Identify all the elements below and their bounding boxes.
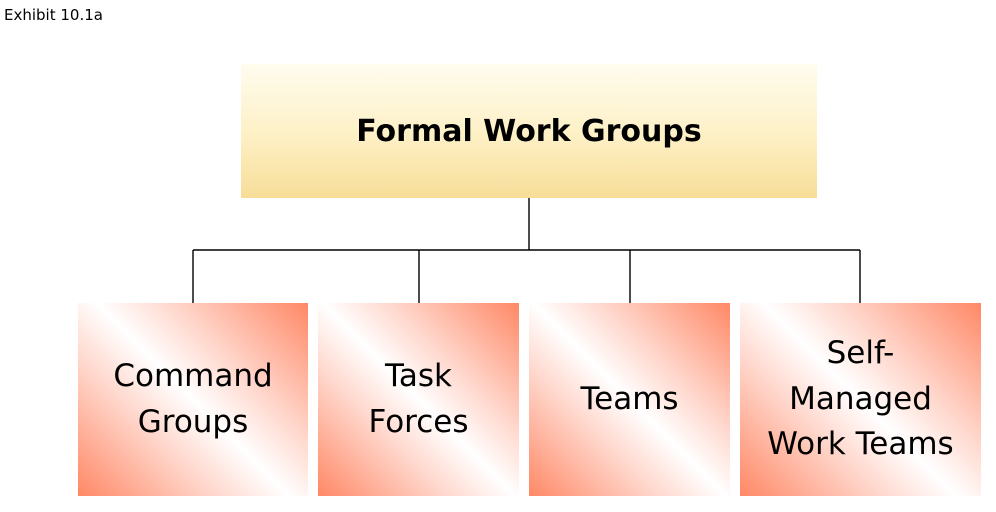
- root-node-formal-work-groups: Formal Work Groups: [241, 64, 817, 198]
- child-node-teams: Teams: [529, 303, 730, 496]
- child-node-label: Command Groups: [113, 357, 273, 440]
- child-node-label: Self- Managed Work Teams: [767, 334, 954, 463]
- child-node-label: Task Forces: [368, 357, 469, 440]
- child-node-self-managed-work-teams: Self- Managed Work Teams: [740, 303, 981, 496]
- exhibit-label: Exhibit 10.1a: [4, 6, 103, 24]
- child-node-command-groups: Command Groups: [78, 303, 308, 496]
- root-node-label: Formal Work Groups: [356, 113, 702, 149]
- child-node-label: Teams: [580, 380, 679, 417]
- child-node-task-forces: Task Forces: [318, 303, 519, 496]
